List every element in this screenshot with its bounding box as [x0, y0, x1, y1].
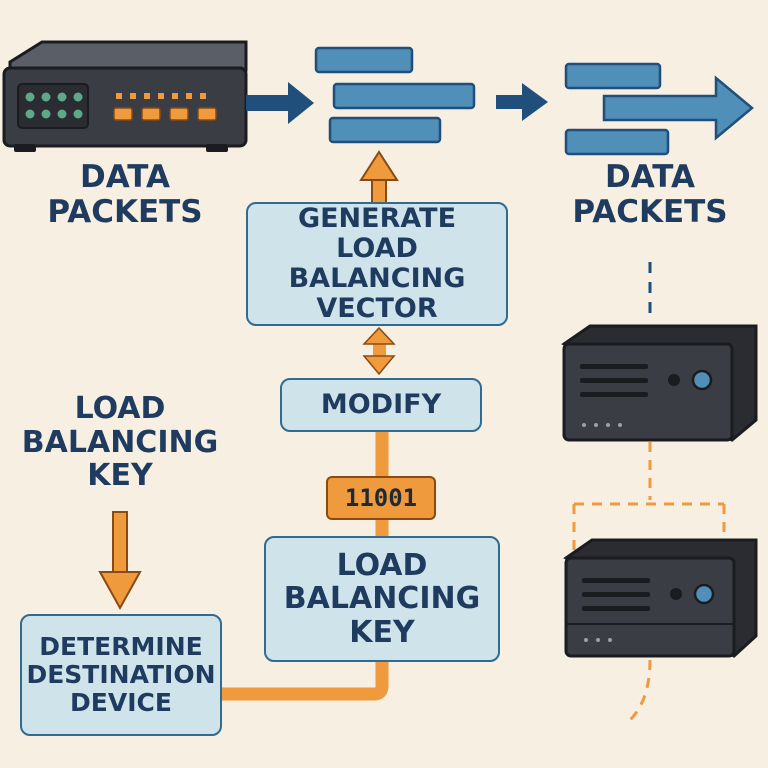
network-switch-icon: [2, 40, 248, 152]
flow-arrow-1: [246, 82, 314, 124]
arrow-generate-modify: [362, 326, 396, 376]
data-packets-label-left: DATA PACKETS: [47, 159, 203, 230]
bits-badge: 11001: [326, 476, 436, 520]
arrow-key-to-determine: [98, 511, 142, 611]
data-packets-label-right: DATA PACKETS: [572, 159, 728, 230]
arrow-determine-to-modify: [222, 432, 389, 701]
load-balancing-key-label: LOAD BALANCING KEY: [21, 391, 219, 494]
flow-arrow-2: [496, 83, 548, 121]
dashed-link-orange: [572, 442, 726, 552]
generate-vector-box: GENERATE LOAD BALANCING VECTOR: [246, 202, 508, 326]
arrow-to-packets: [359, 150, 399, 205]
load-balancing-key-box: LOAD BALANCING KEY: [264, 536, 500, 662]
determine-destination-box: DETERMINE DESTINATION DEVICE: [20, 614, 222, 736]
server-icon: [561, 324, 758, 442]
data-packets-group-2: [564, 62, 754, 156]
modify-box: MODIFY: [280, 378, 482, 432]
dashed-link-tail: [628, 659, 652, 722]
data-packets-group-1: [314, 46, 476, 144]
server-icon-2: [563, 538, 758, 658]
